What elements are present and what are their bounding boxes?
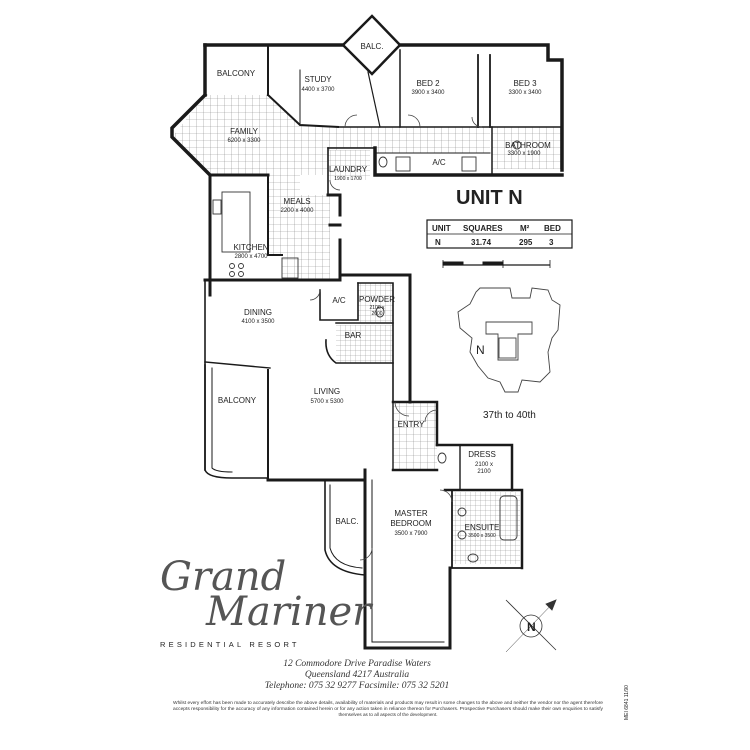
address-line-2: Queensland 4217 Australia (305, 670, 410, 680)
table-cell-bed: 3 (549, 238, 554, 247)
toilet (467, 553, 479, 563)
unit-title: UNIT N (456, 187, 523, 209)
room-living-size: 5700 x 5300 (310, 399, 344, 405)
room-powder-size: 2100 x (369, 305, 385, 311)
disclaimer-line-2: accepts responsibility for the accuracy … (173, 706, 604, 711)
room-bar-label: BAR (345, 331, 362, 340)
corridor-tiled-floor (338, 127, 490, 153)
room-dining-size: 4100 x 3500 (241, 319, 275, 325)
room-meals-label: MEALS (283, 197, 310, 206)
room-meals-size: 2200 x 4000 (280, 208, 314, 214)
address-block: 12 Commodore Drive Paradise Waters Queen… (265, 659, 450, 691)
scale-bar (442, 260, 551, 268)
room-family-label: FAMILY (230, 127, 259, 136)
room-bathroom-size: 3300 x 1900 (507, 151, 541, 157)
basin (457, 530, 467, 540)
room-ac1-label: A/C (432, 158, 446, 167)
bath-tub (499, 495, 518, 541)
room-kitchen-label: KITCHEN (233, 243, 268, 252)
toilet (437, 452, 447, 464)
key-plan (457, 287, 561, 393)
family-tiled-floor (172, 95, 338, 280)
walls (170, 14, 564, 650)
kitchen-sink (212, 199, 222, 215)
powder-tiled-floor (358, 283, 393, 323)
basin (457, 507, 467, 517)
bar-tiled-floor (336, 325, 393, 363)
room-entry-label: ENTRY (398, 420, 426, 429)
door-swings (309, 114, 483, 561)
toilet (378, 156, 388, 168)
compass-icon (505, 599, 557, 653)
table-header-squares: SQUARES (463, 224, 503, 233)
bathroom-tiled-floor (492, 127, 562, 169)
fridge (281, 257, 299, 279)
brand-name-line1: Grand (160, 554, 286, 600)
table-cell-unit: N (435, 238, 441, 247)
brand-tagline: RESIDENTIAL RESORT (160, 640, 300, 649)
room-powder-label: POWDER (359, 295, 395, 304)
room-dress-size: 2100 (477, 469, 491, 475)
brand-name-line2: Mariner (205, 589, 374, 635)
table-header-m2: M² (520, 224, 530, 233)
room-family-size: 6200 x 3300 (227, 138, 261, 144)
fixtures (212, 140, 522, 563)
cooktop-burner (238, 271, 244, 277)
room-balcony-top-label: BALCONY (217, 69, 256, 78)
cooktop-burner (229, 271, 235, 277)
room-dress-size: 2100 x (475, 462, 493, 468)
room-master-size: 3500 x 7900 (394, 531, 428, 537)
table-header-bed: BED (544, 224, 561, 233)
disclaimer-line-1: Whilst every effort has been made to acc… (173, 700, 603, 705)
kitchen-bench (221, 191, 251, 253)
address-line-1: 12 Commodore Drive Paradise Waters (283, 659, 431, 669)
room-study-size: 4400 x 3700 (301, 87, 335, 93)
reference-code: MEI 6841 11/90 (624, 685, 630, 720)
basin (512, 140, 522, 150)
room-bathroom-label: BATHROOM (505, 141, 551, 150)
room-master-label: MASTER (394, 509, 428, 518)
disclaimer-line-3: themselves as to all aspects of the deve… (338, 712, 437, 717)
brand-logo: Grand Mariner RESIDENTIAL RESORT (160, 554, 374, 649)
table-cell-m2: 295 (519, 238, 533, 247)
unit-table: UNIT SQUARES M² BED N 31.74 295 3 (426, 219, 573, 249)
cooktop-burner (238, 263, 244, 269)
vanity (395, 156, 411, 172)
toilet (375, 306, 385, 318)
room-kitchen-size: 2800 x 4700 (234, 254, 268, 260)
room-balcony-left-label: BALCONY (218, 396, 257, 405)
table-header-unit: UNIT (432, 224, 451, 233)
room-dress-label: DRESS (468, 450, 496, 459)
room-bed2-label: BED 2 (416, 79, 440, 88)
room-bed3-label: BED 3 (513, 79, 537, 88)
room-ensuite-label: ENSUITE (465, 523, 500, 532)
room-dining-label: DINING (244, 308, 272, 317)
compass-letter: N (527, 620, 536, 634)
table-cell-squares: 31.74 (471, 238, 492, 247)
room-powder-size: 2000 (371, 311, 382, 317)
room-labels: BALCONY STUDY 4400 x 3700 BALC. BED 2 39… (217, 42, 551, 539)
tiled-areas (172, 95, 562, 564)
floors-label: 37th to 40th (483, 410, 536, 421)
room-balc-top-label: BALC. (360, 42, 383, 51)
room-bed2-size: 3900 x 3400 (411, 90, 445, 96)
room-study-label: STUDY (304, 75, 332, 84)
vanity (461, 156, 477, 172)
room-ac2-label: A/C (332, 296, 346, 305)
key-plan-letter: N (476, 343, 485, 357)
room-balc-bottom-label: BALC. (335, 517, 358, 526)
address-line-3: Telephone: 075 32 9277 Facsimile: 075 32… (265, 681, 450, 691)
disclaimer: Whilst every effort has been made to acc… (173, 700, 604, 717)
room-bed3-size: 3300 x 3400 (508, 90, 542, 96)
room-ensuite-size: 3500 x 3500 (468, 533, 496, 539)
room-laundry-label: LAUNDRY (329, 165, 368, 174)
ensuite-tiled-floor (452, 492, 520, 564)
room-living-label: LIVING (314, 387, 340, 396)
cooktop-burner (229, 263, 235, 269)
room-laundry-size: 1900 x 1700 (334, 176, 362, 182)
laundry-tiled-floor (328, 150, 370, 180)
room-master-label: BEDROOM (390, 519, 432, 528)
